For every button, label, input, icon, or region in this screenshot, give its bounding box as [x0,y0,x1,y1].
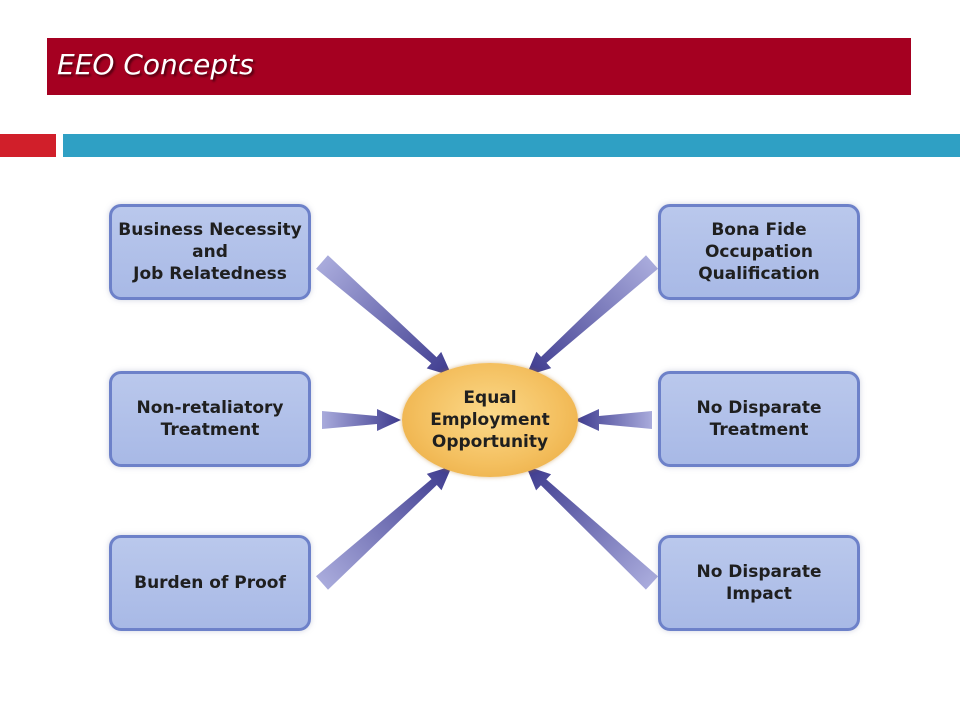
arrow-no-disparate-impact [526,466,659,590]
node-bona-fide-occupation-qualification: Bona Fide Occupation Qualification [658,204,860,300]
accent-bar-red [0,134,56,157]
slide-title: EEO Concepts [57,48,254,81]
node-label: Non-retaliatory Treatment [136,398,284,440]
arrow-burden-of-proof [316,466,452,590]
node-burden-of-proof: Burden of Proof [109,535,311,631]
node-business-necessity: Business Necessity and Job Relatedness [109,204,311,300]
node-label: No Disparate Impact [696,562,822,604]
node-label: Business Necessity and Job Relatedness [118,220,302,284]
arrow-no-disparate-treatment [575,409,652,431]
node-label: Bona Fide Occupation Qualification [698,220,820,284]
node-no-disparate-treatment: No Disparate Treatment [658,371,860,467]
arrow-non-retaliatory [322,409,401,431]
arrow-business-necessity [316,255,452,376]
title-bar: EEO Concepts [47,38,911,95]
node-non-retaliatory-treatment: Non-retaliatory Treatment [109,371,311,467]
hub-equal-employment-opportunity: Equal Employment Opportunity [402,363,578,477]
node-label: No Disparate Treatment [696,398,822,440]
node-label: Burden of Proof [134,573,286,593]
accent-bar-teal [63,134,960,157]
hub-label: Equal Employment Opportunity [430,388,550,452]
node-no-disparate-impact: No Disparate Impact [658,535,860,631]
arrow-bona-fide [526,255,658,376]
